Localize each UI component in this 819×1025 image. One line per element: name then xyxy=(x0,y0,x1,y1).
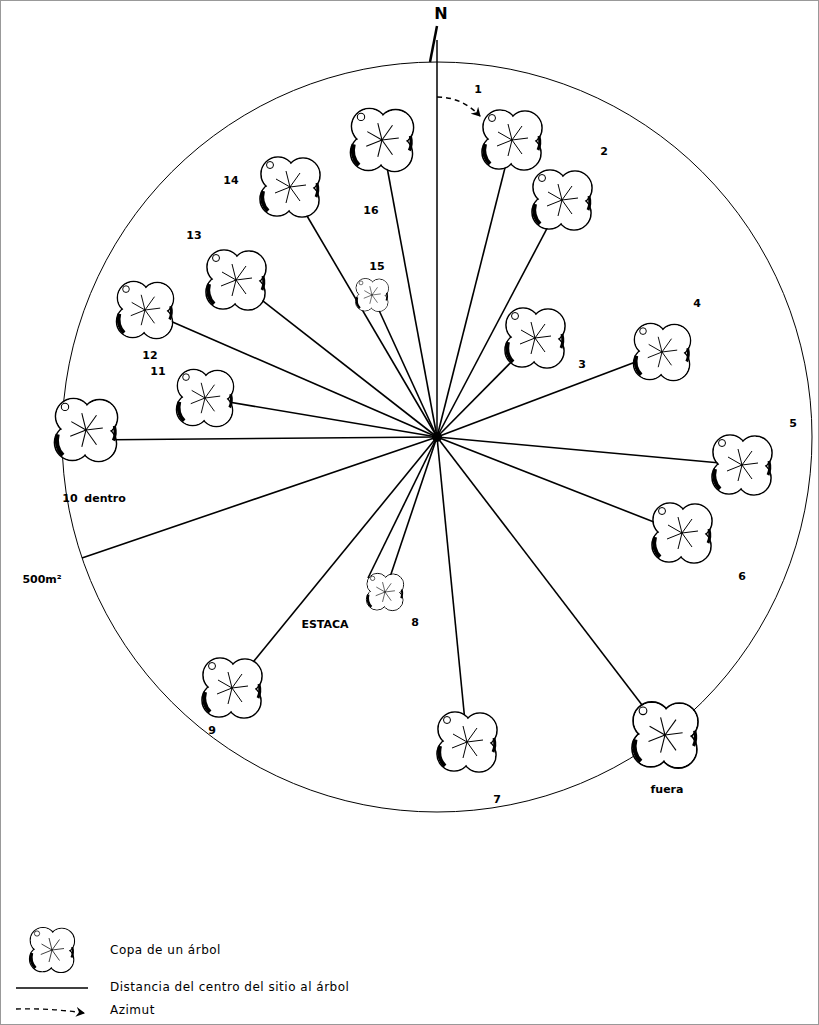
callout-number: 15 xyxy=(369,261,384,274)
legend-dashed xyxy=(16,1009,84,1013)
legend-text: Distancia del centro del sitio al árbol xyxy=(110,981,349,995)
legend-text: Copa de un árbol xyxy=(110,944,221,958)
legend-crown xyxy=(30,928,75,973)
callout-number: 3 xyxy=(578,359,586,372)
note-label: ESTACA xyxy=(301,619,348,632)
note-label: 500m² xyxy=(22,574,61,587)
note-label: dentro xyxy=(84,493,125,506)
tree-crowns xyxy=(55,109,773,773)
legend-text: Azimut xyxy=(110,1004,155,1018)
callout-number: 4 xyxy=(693,298,701,311)
callout-number: 14 xyxy=(223,175,238,188)
north-label: N xyxy=(434,5,447,23)
callout-number: 2 xyxy=(600,146,608,159)
callout-number: 6 xyxy=(738,571,746,584)
callout-number: 9 xyxy=(208,725,216,738)
legend-line xyxy=(16,987,88,989)
note-label: fuera xyxy=(651,784,684,797)
callout-number: 5 xyxy=(789,418,797,431)
callout-number: 10 xyxy=(62,493,77,506)
distance-lines xyxy=(82,140,742,742)
callout-number: 16 xyxy=(363,205,378,218)
callout-number: 1 xyxy=(474,84,482,97)
callout-number: 12 xyxy=(142,350,157,363)
callout-number: 7 xyxy=(493,794,501,807)
callout-number: 11 xyxy=(150,366,165,379)
callout-number: 13 xyxy=(186,230,201,243)
callout-number: 8 xyxy=(411,617,419,630)
